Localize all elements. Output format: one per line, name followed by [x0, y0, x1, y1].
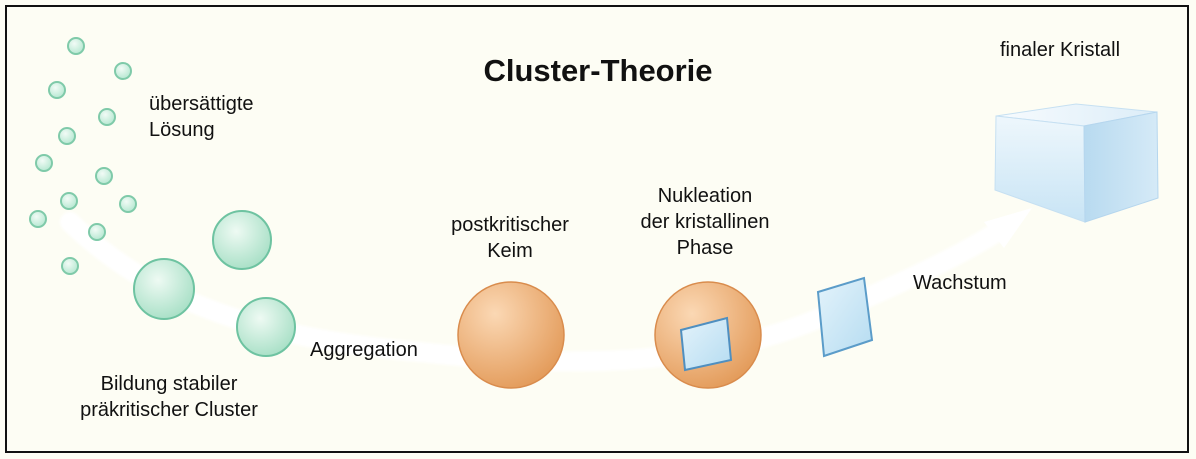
- aggregation-label: Aggregation: [310, 339, 418, 361]
- stable-clusters-line-2: präkritischer Cluster: [80, 399, 258, 421]
- growing-crystal: [816, 276, 874, 358]
- postcritical-nucleus-label: postkritischer Keim: [420, 212, 600, 264]
- supersaturated-line-1: übersättigte: [149, 93, 254, 115]
- stable-clusters-label: Bildung stabiler präkritischer Cluster: [44, 371, 294, 423]
- nucleation-line-3: Phase: [676, 237, 734, 259]
- nucleating-sphere: [654, 281, 762, 389]
- postcritical-line-2: Keim: [487, 240, 533, 262]
- nucleation-line-1: Nukleation: [657, 185, 753, 207]
- supersaturated-solution-label: übersättigte Lösung: [149, 91, 254, 143]
- final-crystal-cube: [994, 103, 1159, 223]
- solution-particles: [29, 37, 137, 275]
- stable-clusters-line-1: Bildung stabiler: [100, 373, 238, 395]
- precritical-clusters: [133, 210, 296, 357]
- nucleation-label: Nukleation der kristallinen Phase: [615, 183, 795, 261]
- nucleation-line-2: der kristallinen: [640, 211, 770, 233]
- final-crystal-label: finaler Kristall: [1000, 39, 1121, 61]
- crystal-nucleus-plate: [679, 316, 733, 372]
- postcritical-nucleus: [457, 281, 565, 389]
- arrow-head: [984, 208, 1032, 248]
- supersaturated-line-2: Lösung: [149, 119, 215, 141]
- diagram-title: Cluster-Theorie: [483, 53, 713, 88]
- growth-label: Wachstum: [913, 272, 1007, 294]
- postcritical-line-1: postkritischer: [451, 214, 569, 236]
- process-arrow: [60, 208, 1032, 372]
